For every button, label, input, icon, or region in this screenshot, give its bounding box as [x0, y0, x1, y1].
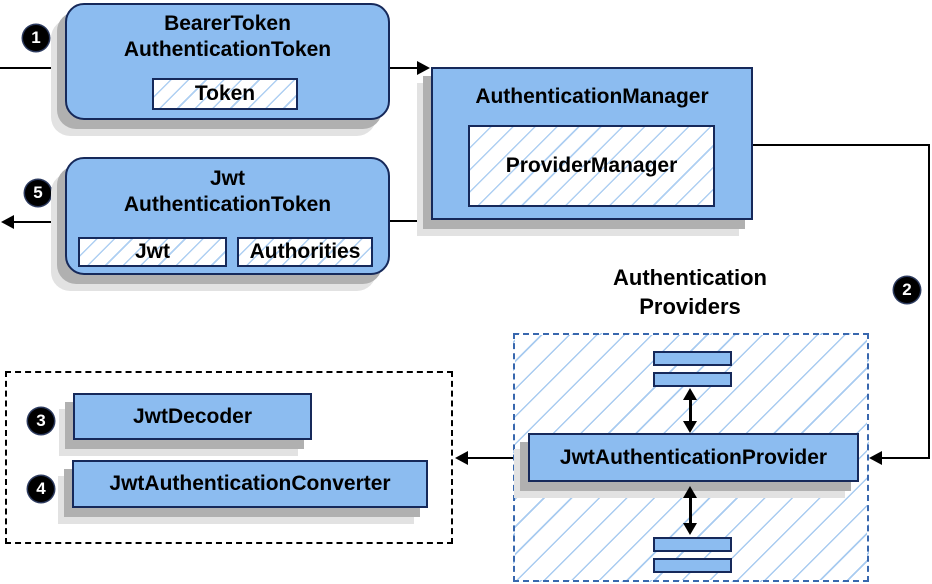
- provider-to-decoder-arrowhead-icon: [455, 451, 468, 465]
- jwt-decoder-converter-group: JwtDecoder JwtAuthenticationConverter: [5, 371, 453, 544]
- jwt-decoder-node: JwtDecoder: [73, 393, 312, 440]
- authentication-providers-group: JwtAuthenticationProvider: [513, 333, 869, 582]
- provider-manager-chip: ProviderManager: [468, 125, 715, 207]
- authentication-providers-label-line1: Authentication: [613, 265, 767, 290]
- jwt-token-title-line1: Jwt: [209, 167, 245, 190]
- authorities-chip: Authorities: [237, 237, 373, 267]
- bearer-token-title-line2: AuthenticationToken: [123, 38, 332, 61]
- jwt-token-title: Jwt AuthenticationToken: [67, 166, 388, 218]
- bearer-token-authentication-token-node: BearerToken AuthenticationToken Token: [65, 3, 390, 120]
- bearer-to-manager-arrowhead-icon: [417, 61, 430, 75]
- jwt-chip: Jwt: [78, 237, 227, 267]
- manager-to-jwt-token-line: [388, 220, 431, 222]
- provider-placeholder-bar: [653, 558, 732, 573]
- token-chip: Token: [152, 78, 298, 110]
- provider-placeholder-bar: [653, 351, 732, 366]
- jwt-token-outgoing-line: [13, 221, 65, 223]
- authentication-manager-node: AuthenticationManager ProviderManager: [431, 67, 753, 220]
- jwt-authentication-token-node: Jwt AuthenticationToken Jwt Authorities: [65, 157, 390, 275]
- jwt-token-outgoing-arrowhead-icon: [1, 215, 14, 229]
- step-4-badge: 4: [28, 476, 54, 502]
- jwt-token-title-line2: AuthenticationToken: [123, 193, 332, 216]
- jwt-authentication-converter-node: JwtAuthenticationConverter: [72, 460, 428, 508]
- provider-placeholder-bar: [653, 537, 732, 552]
- manager-to-provider-line-right: [928, 144, 930, 459]
- jwt-authentication-provider-node: JwtAuthenticationProvider: [528, 433, 859, 482]
- provider-placeholder-bar: [653, 372, 732, 387]
- bearer-token-title: BearerToken AuthenticationToken: [67, 11, 388, 63]
- authentication-providers-label: Authentication Providers: [580, 263, 800, 321]
- manager-to-provider-line-top: [753, 144, 930, 146]
- bearer-to-manager-line: [390, 67, 418, 69]
- step-3-badge: 3: [28, 408, 54, 434]
- providers-vertical-arrow-bottom-icon: [683, 486, 697, 535]
- providers-vertical-arrow-top-icon: [683, 388, 697, 433]
- manager-to-provider-line-bottom: [882, 457, 930, 459]
- bearer-token-title-line1: BearerToken: [164, 12, 291, 35]
- step-1-badge: 1: [23, 25, 49, 51]
- step-5-badge: 5: [25, 180, 51, 206]
- manager-to-provider-arrowhead-icon: [869, 451, 882, 465]
- incoming-request-line: [0, 67, 65, 69]
- step-2-badge: 2: [894, 277, 920, 303]
- provider-to-decoder-line: [468, 457, 515, 459]
- authentication-manager-title: AuthenticationManager: [475, 85, 709, 108]
- authentication-providers-label-line2: Providers: [639, 294, 741, 319]
